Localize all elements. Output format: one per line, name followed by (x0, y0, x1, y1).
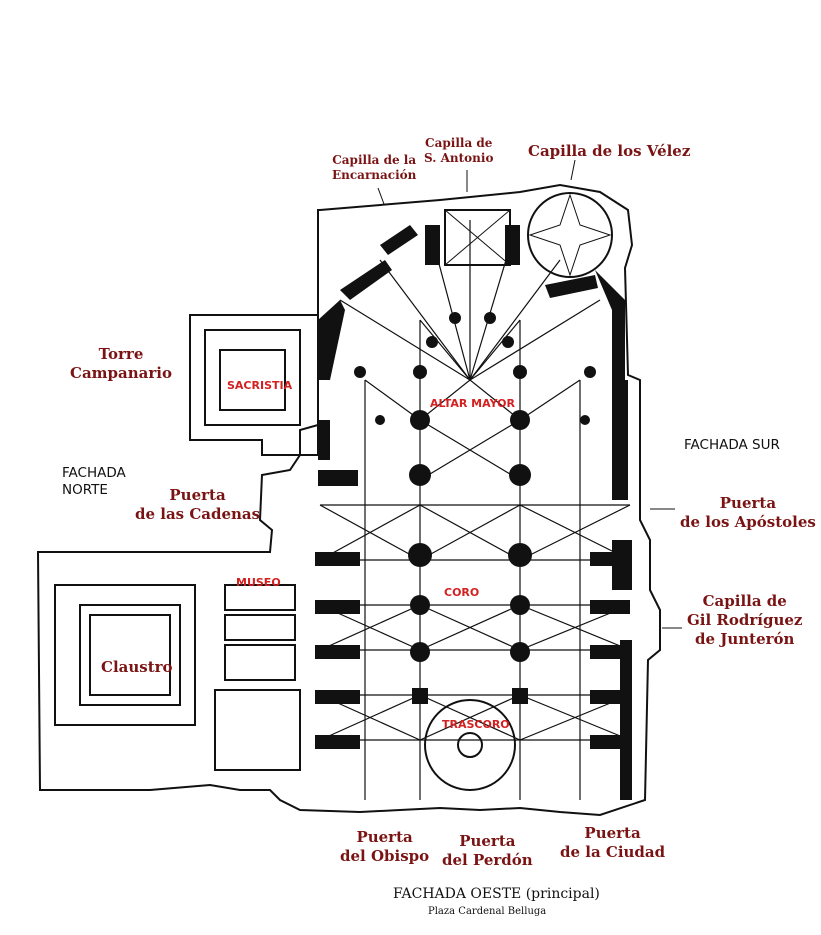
label-trascoro: TRASCORO (442, 718, 510, 731)
label-fachada-oeste: FACHADA OESTE (principal) (393, 886, 600, 902)
label-fachada-sur: FACHADA SUR (684, 437, 780, 453)
label-museo: MUSEO (236, 576, 281, 589)
trascoro-circle (424, 699, 516, 791)
velez-chapel (527, 192, 613, 278)
outer-wall (36, 183, 661, 817)
label-coro: CORO (444, 586, 480, 599)
label-claustro: Claustro (101, 658, 173, 676)
cloister-wall (54, 584, 196, 726)
label-sacristia: SACRISTIA (227, 379, 293, 392)
label-altar-mayor: ALTAR MAYOR (430, 397, 515, 410)
label-capilla-velez: Capilla de los Vélez (528, 142, 691, 160)
label-plaza: Plaza Cardenal Belluga (428, 906, 547, 917)
tower-wall (189, 314, 319, 456)
